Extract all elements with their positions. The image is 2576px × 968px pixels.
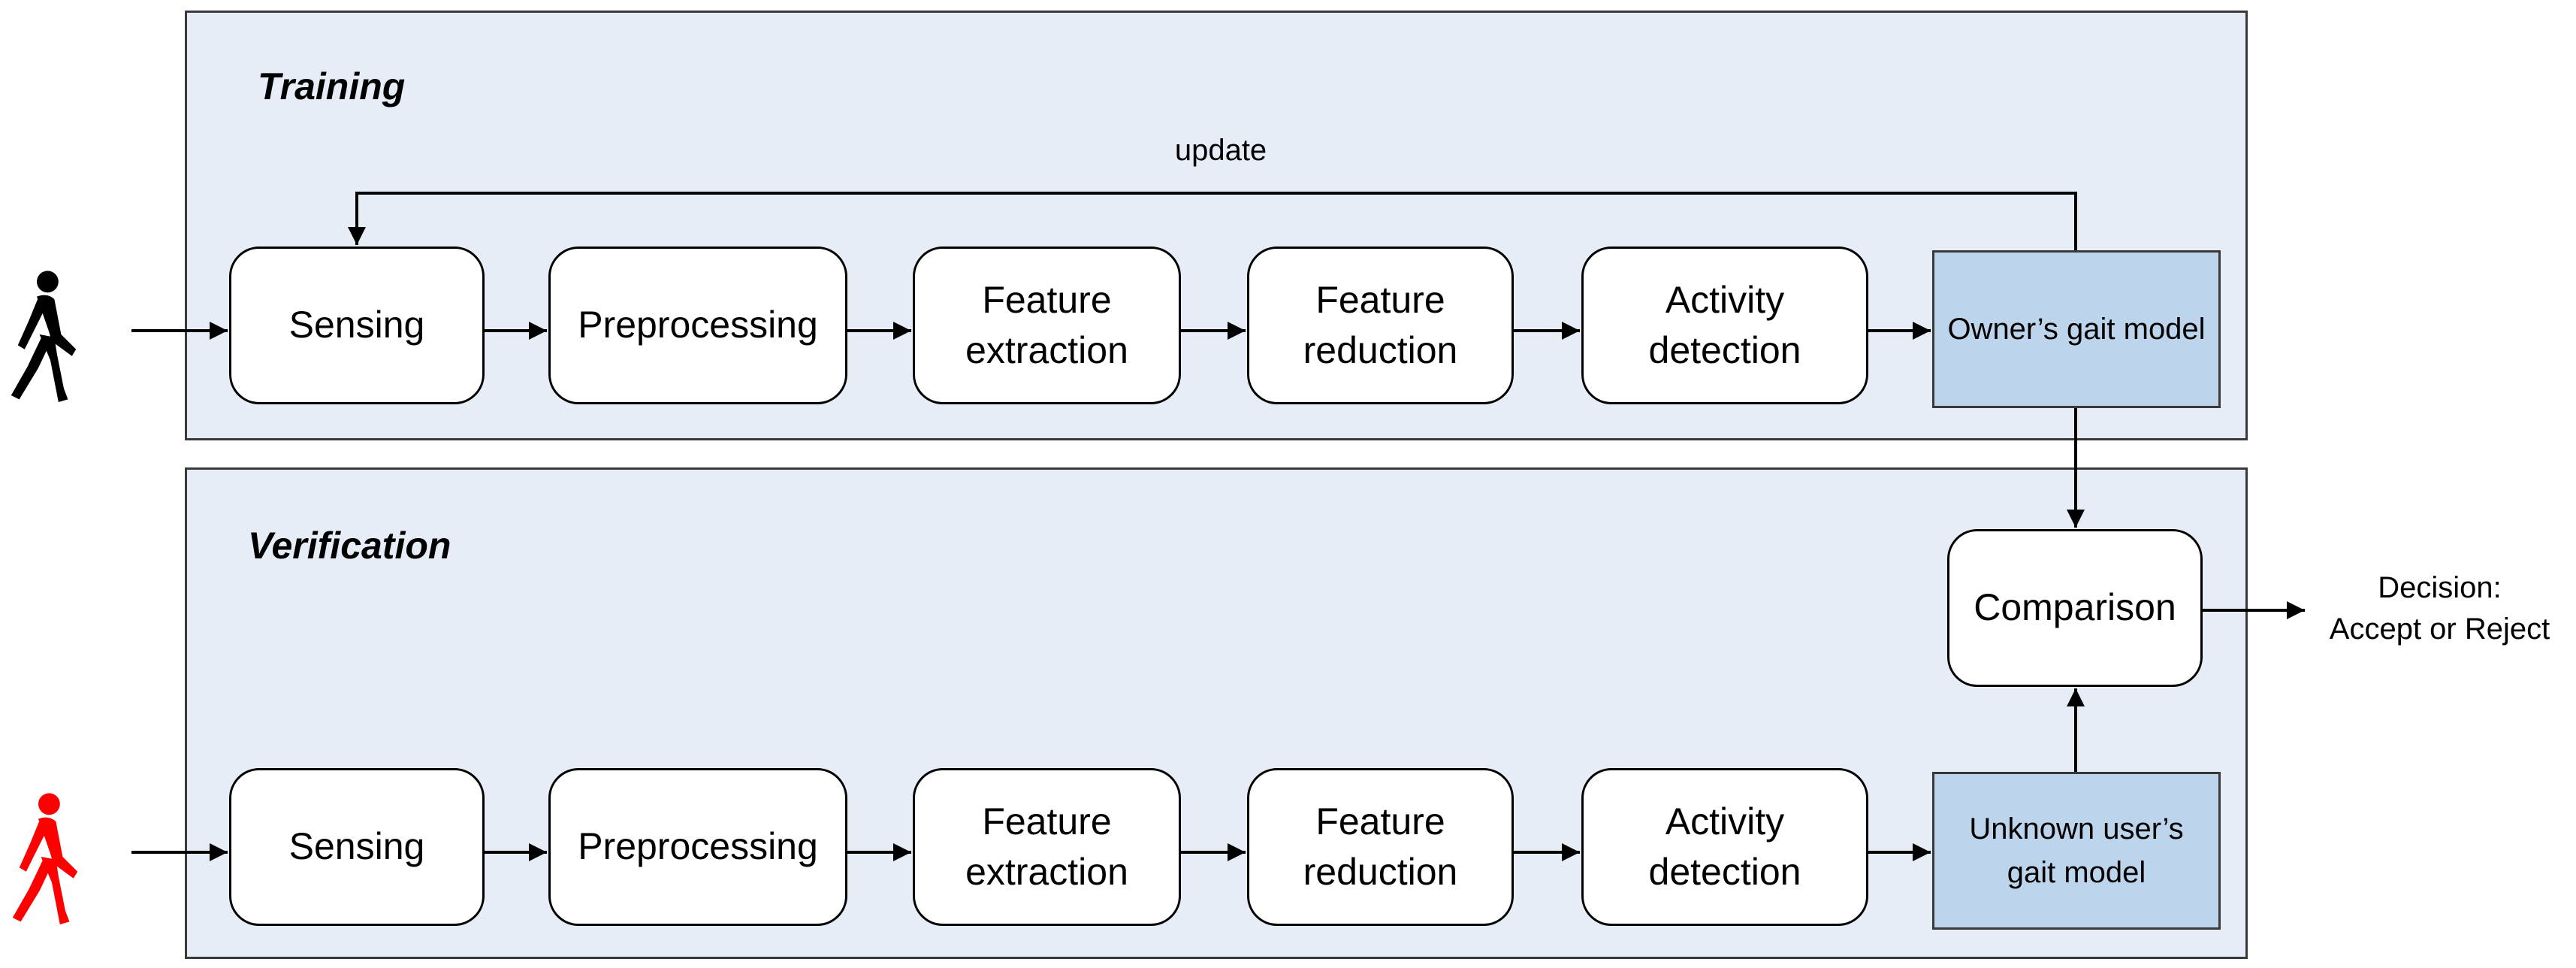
verification-title: Verification	[248, 525, 451, 567]
update-label: update	[1174, 134, 1267, 167]
comparison-box: Comparison	[1947, 529, 2203, 687]
owner-walking-person-icon	[11, 271, 77, 402]
training-feature-reduction-box: Feature reduction	[1247, 247, 1514, 404]
update-feedback-arrow	[348, 192, 2077, 250]
verification-panel	[185, 467, 2248, 959]
training-panel	[185, 11, 2248, 440]
training-title: Training	[258, 65, 406, 107]
unknown-user-gait-model-box: Unknown user’s gait model	[1932, 772, 2221, 930]
owner-gait-model-box: Owner’s gait model	[1932, 250, 2221, 408]
decision-outcome-label: Accept or Reject	[2329, 613, 2550, 646]
decision-label: Decision:	[2378, 571, 2502, 604]
training-activity-detection-box: Activity detection	[1581, 247, 1868, 404]
training-sensing-box: Sensing	[229, 247, 485, 404]
training-feature-extraction-box: Feature extraction	[913, 247, 1181, 404]
unknown-walking-person-icon	[12, 793, 78, 924]
verification-preprocessing-box: Preprocessing	[548, 768, 847, 926]
training-preprocessing-box: Preprocessing	[548, 247, 847, 404]
verification-feature-reduction-box: Feature reduction	[1247, 768, 1514, 926]
verification-activity-detection-box: Activity detection	[1581, 768, 1868, 926]
verification-sensing-box: Sensing	[229, 768, 485, 926]
verification-feature-extraction-box: Feature extraction	[913, 768, 1181, 926]
